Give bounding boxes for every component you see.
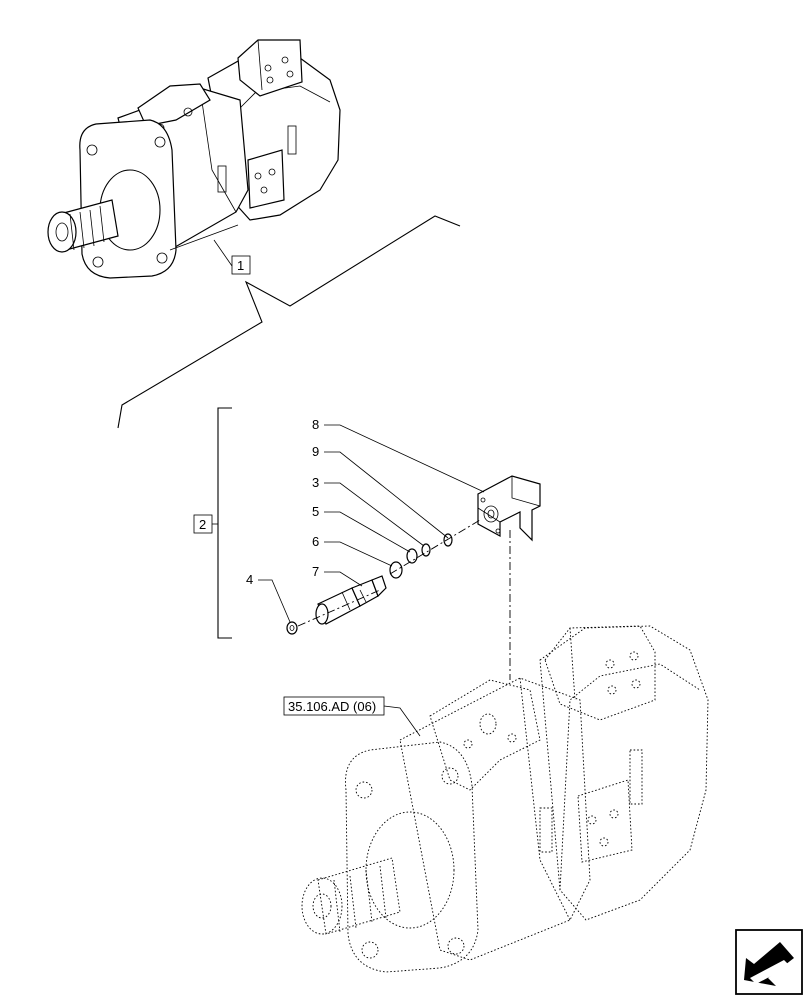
part-number-3: 3 xyxy=(312,475,319,490)
part-number-5: 5 xyxy=(312,504,319,519)
part-number-6: 6 xyxy=(312,534,319,549)
oring-9 xyxy=(443,533,453,547)
part-number-4: 4 xyxy=(246,572,253,587)
next-page-arrow-icon[interactable] xyxy=(735,929,803,995)
pump-assembly-bottom xyxy=(301,625,709,973)
part-number-9: 9 xyxy=(312,444,319,459)
group-ref-label: 2 xyxy=(199,517,206,532)
part-number-callouts: 8 9 3 5 6 7 4 xyxy=(246,417,485,623)
section-break-line xyxy=(117,215,461,429)
nut-part-4 xyxy=(286,621,298,635)
cross-reference-callout: 35.106.AD (06) xyxy=(283,696,421,737)
oring-3 xyxy=(421,543,431,557)
assembly-callout: 1 xyxy=(213,239,251,275)
part-number-7: 7 xyxy=(312,564,319,579)
valve-block-part-8 xyxy=(477,475,541,542)
assembly-axis-line xyxy=(297,519,481,627)
assembly-ref-label: 1 xyxy=(237,258,244,273)
pump-assembly-top xyxy=(47,39,341,279)
part-number-8: 8 xyxy=(312,417,319,432)
cross-reference-label: 35.106.AD (06) xyxy=(288,699,376,714)
spool-part-7 xyxy=(315,575,387,625)
group-bracket: 2 xyxy=(193,407,232,639)
